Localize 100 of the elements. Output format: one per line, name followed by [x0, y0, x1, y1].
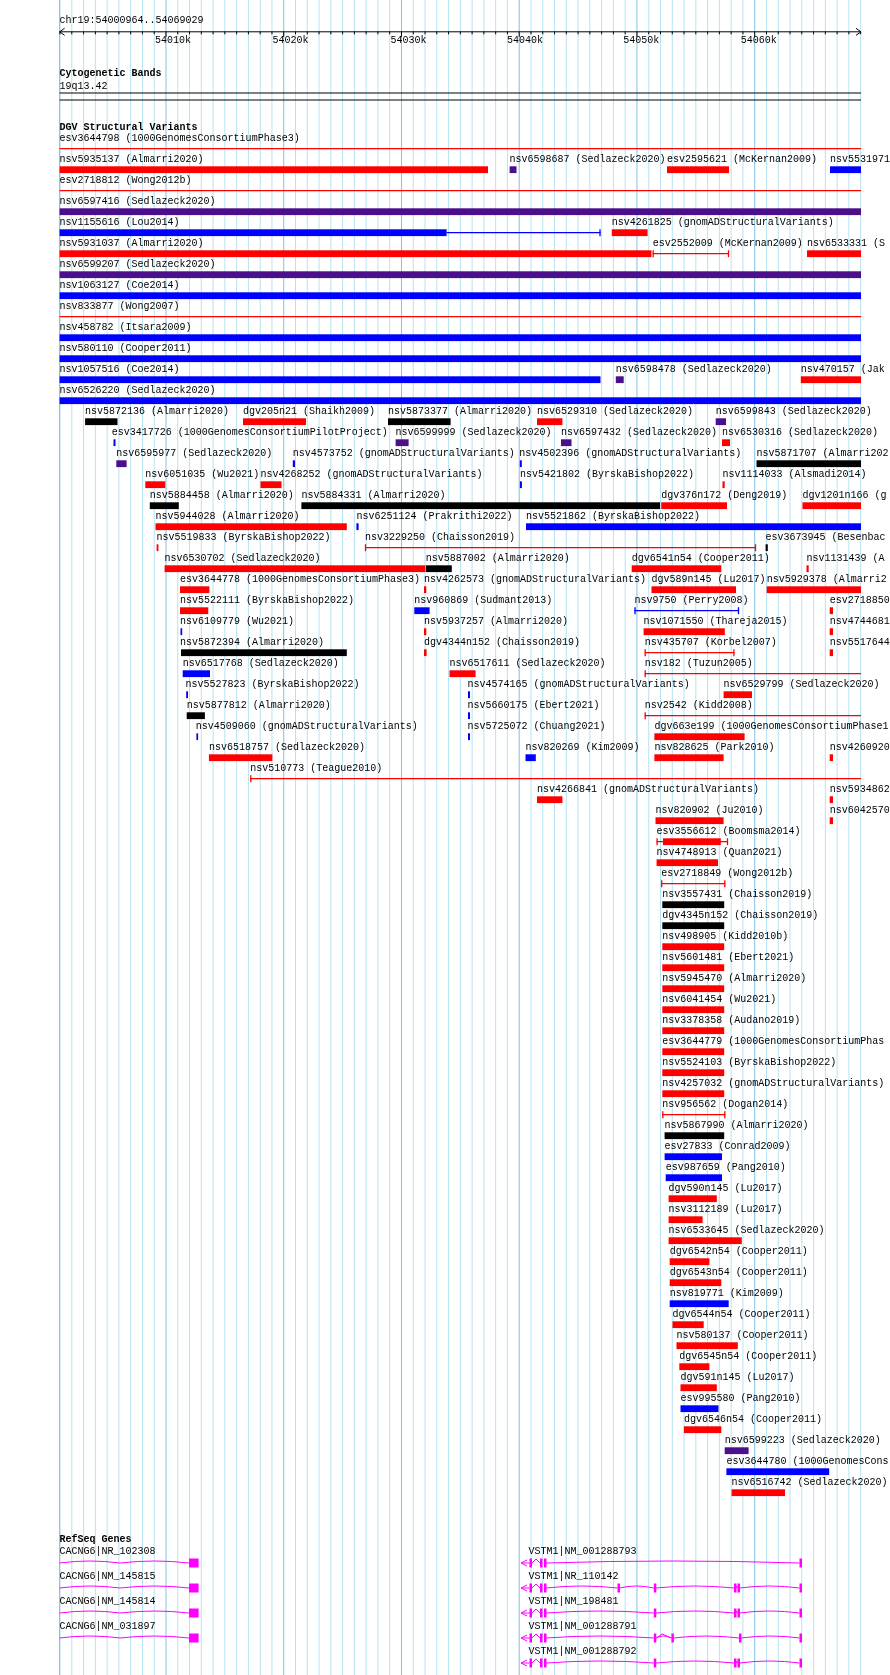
variant-label: nsv6533331 (S	[807, 238, 885, 250]
band-label: 19q13.42	[59, 80, 108, 93]
variant-label: dgv663e199 (1000GenomesConsortiumPhase1	[654, 721, 889, 733]
variant-label: nsv6599843 (Sedlazeck2020)	[715, 406, 872, 418]
variant-label: nsv2542 (Kidd2008)	[644, 700, 753, 712]
variant-label: nsv4257032 (gnomADStructuralVariants)	[662, 1078, 885, 1090]
variant-label: dgv205n21 (Shaikh2009)	[243, 406, 376, 418]
variant-label: nsv3112189 (Lu2017)	[668, 1204, 783, 1216]
variant-label: nsv6529799 (Sedlazeck2020)	[723, 679, 880, 691]
variant-label: dgv1201n166 (g	[802, 490, 887, 502]
variant-label: nsv5522111 (ByrskaBishop2022)	[180, 595, 355, 607]
variant-label: nsv6598687 (Sedlazeck2020)	[509, 154, 666, 166]
variant-label: nsv6051035 (Wu2021)	[145, 469, 260, 481]
variant-label: nsv6518757 (Sedlazeck2020)	[208, 742, 365, 754]
variant-label: dgv6545n54 (Cooper2011)	[679, 1351, 818, 1363]
tick-label: 54060k	[740, 34, 777, 47]
variant-label: nsv1131439 (A	[806, 553, 885, 565]
variant-label: nsv5929378 (Almarri2	[766, 574, 887, 586]
variant-label: nsv6533645 (Sedlazeck2020)	[668, 1225, 825, 1237]
variant-label: nsv4260920	[829, 742, 890, 754]
variant-label: nsv580110 (Cooper2011)	[59, 343, 192, 355]
variant-label: dgv376n172 (Deng2019)	[661, 490, 788, 502]
variant-label: esv3644780 (1000GenomesCons	[726, 1456, 889, 1468]
variant-label: nsv5517644	[829, 637, 890, 649]
variant-label: nsv4573752 (gnomADStructuralVariants)	[292, 448, 515, 460]
variant-label: nsv498905 (Kidd2010b)	[662, 931, 789, 943]
variant-label: nsv5934862	[829, 784, 890, 796]
variant-label: nsv5867990 (Almarri2020)	[664, 1120, 809, 1132]
variant-label: nsv6041454 (Wu2021)	[662, 994, 777, 1006]
variant-label: esv2595621 (McKernan2009)	[667, 154, 818, 166]
variant-label: esv2718849 (Wong2012b)	[661, 868, 794, 880]
variant-label: nsv5887002 (Almarri2020)	[425, 553, 570, 565]
variant-label: nsv3557431 (Chaisson2019)	[662, 889, 813, 901]
variant-label: dgv591n145 (Lu2017)	[680, 1372, 795, 1384]
variant-label: nsv6042570	[829, 805, 890, 817]
variant-label: nsv828625 (Park2010)	[654, 742, 775, 754]
variant-label: dgv589n145 (Lu2017)	[651, 574, 766, 586]
variant-label: nsv6517611 (Sedlazeck2020)	[449, 658, 606, 670]
variant-label: esv2718812 (Wong2012b)	[59, 175, 192, 187]
tick-label: 54040k	[507, 34, 543, 47]
variant-label: nsv1114033 (Alsmadi2014)	[722, 469, 867, 481]
variant-label: nsv5877812 (Almarri2020)	[186, 700, 331, 712]
variant-label: nsv580137 (Cooper2011)	[676, 1330, 809, 1342]
variant-label: nsv3229250 (Chaisson2019)	[365, 532, 516, 544]
variant-label: nsv820902 (Ju2010)	[655, 805, 764, 817]
tick-label: 54010k	[155, 34, 191, 47]
variant-label: nsv5944028 (Almarri2020)	[155, 511, 300, 523]
track-title: DGV Structural Variants	[59, 121, 198, 133]
variant-label: nsv6251124 (Prakrithi2022)	[356, 511, 513, 523]
variant-label: dgv4345n152 (Chaisson2019)	[662, 910, 819, 922]
variant-label: nsv4574165 (gnomADStructuralVariants)	[467, 679, 690, 691]
variant-label: nsv5945470 (Almarri2020)	[662, 973, 807, 985]
variant-label: nsv5937257 (Almarri2020)	[424, 616, 569, 628]
variant-label: nsv6599207 (Sedlazeck2020)	[59, 259, 216, 271]
variant-label: nsv5660175 (Ebert2021)	[467, 700, 600, 712]
variant-label: dgv6544n54 (Cooper2011)	[672, 1309, 811, 1321]
variant-label: nsv1057516 (Coe2014)	[59, 364, 180, 376]
variant-label: esv27833 (Conrad2009)	[664, 1141, 791, 1153]
variant-label: esv2718850	[829, 595, 890, 607]
gene-label: VSTM1|NM_001288792	[528, 1646, 637, 1658]
gene-label: CACNG6|NM_145814	[59, 1596, 156, 1608]
variant-label: nsv6597416 (Sedlazeck2020)	[59, 196, 216, 208]
variant-label: nsv960869 (Sudmant2013)	[414, 595, 553, 607]
track-title: RefSeq Genes	[59, 1533, 132, 1546]
variant-label: nsv5521862 (ByrskaBishop2022)	[526, 511, 701, 523]
variant-label: dgv6543n54 (Cooper2011)	[669, 1267, 808, 1279]
variant-label: esv3417726 (1000GenomesConsortiumPilotProject)	[111, 427, 388, 439]
gene-label: VSTM1|NM_198481	[528, 1596, 619, 1608]
variant-label: esv3644779 (1000GenomesConsortiumPhas	[662, 1036, 885, 1048]
variant-label: nsv5884331 (Almarri2020)	[301, 490, 446, 502]
variant-label: esv3673945 (Besenbac	[765, 532, 886, 544]
variant-label: dgv4344n152 (Chaisson2019)	[424, 637, 581, 649]
variant-label: nsv5872136 (Almarri2020)	[85, 406, 230, 418]
variant-label: nsv6530316 (Sedlazeck2020)	[722, 427, 879, 439]
gene-label: VSTM1|NM_001288791	[528, 1621, 637, 1633]
variant-label: dgv6542n54 (Cooper2011)	[669, 1246, 808, 1258]
variant-label: dgv6546n54 (Cooper2011)	[683, 1414, 822, 1426]
variant-label: nsv4261825 (gnomADStructuralVariants)	[611, 217, 834, 229]
variant-label: nsv6517768 (Sedlazeck2020)	[182, 658, 339, 670]
variant-label: nsv6595977 (Sedlazeck2020)	[116, 448, 273, 460]
variant-label: esv2552009 (McKernan2009)	[652, 238, 803, 250]
variant-label: nsv4748913 (Quan2021)	[656, 847, 783, 859]
variant-label: esv3644778 (1000GenomesConsortiumPhase3)	[180, 574, 421, 586]
variant-label: nsv819771 (Kim2009)	[669, 1288, 784, 1300]
variant-label: nsv6109779 (Wu2021)	[180, 616, 295, 628]
variant-label: esv3644798 (1000GenomesConsortiumPhase3)	[59, 133, 300, 145]
variant-label: nsv4268252 (gnomADStructuralVariants)	[260, 469, 483, 481]
variant-label: nsv1063127 (Coe2014)	[59, 280, 180, 292]
gene-label: VSTM1|NM_001288793	[528, 1546, 637, 1558]
variant-label: nsv5725072 (Chuang2021)	[467, 721, 606, 733]
variant-label: nsv5531971	[830, 154, 890, 166]
variant-label: nsv458782 (Itsara2009)	[59, 322, 192, 334]
variant-label: nsv956562 (Dogan2014)	[662, 1099, 789, 1111]
variant-label: nsv182 (Tuzun2005)	[644, 658, 753, 670]
variant-label: nsv5527823 (ByrskaBishop2022)	[185, 679, 360, 691]
variant-label: nsv6599223 (Sedlazeck2020)	[724, 1435, 881, 1447]
variant-label: nsv510773 (Teague2010)	[250, 763, 383, 775]
variant-label: nsv6526220 (Sedlazeck2020)	[59, 385, 216, 397]
variant-label: nsv4502396 (gnomADStructuralVariants)	[519, 448, 742, 460]
variant-label: nsv5873377 (Almarri2020)	[388, 406, 533, 418]
